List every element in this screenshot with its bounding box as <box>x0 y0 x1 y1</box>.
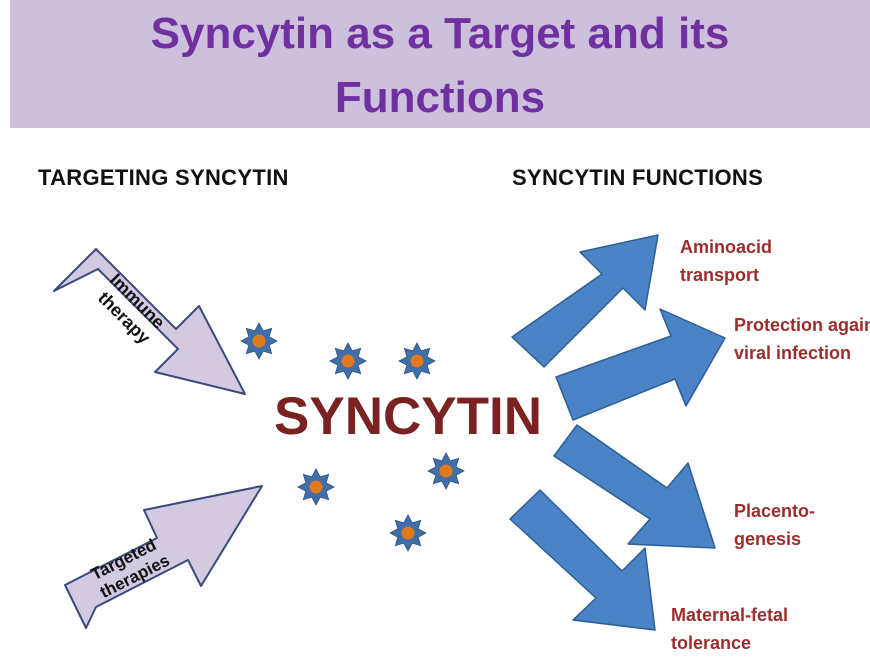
functions-header: SYNCYTIN FUNCTIONS <box>512 165 764 190</box>
maternal-fetal-arrow <box>509 489 656 631</box>
syncytin-star-icon <box>427 452 465 490</box>
title-line-1: Syncytin as a Target and its <box>150 9 730 58</box>
targeting-header: TARGETING SYNCYTIN <box>38 165 289 190</box>
protection-arrow <box>555 308 726 421</box>
syncytin-star-icon <box>240 322 278 360</box>
syncytin-star-icon <box>398 342 436 380</box>
immune-therapy-arrow <box>53 248 246 395</box>
function-maternal-fetal-tolerance: Maternal-fetal tolerance <box>671 605 789 653</box>
function-viral-protection: Protection against viral infection <box>734 315 870 363</box>
aminoacid-arrow <box>511 234 659 368</box>
targeted-therapies-arrow <box>64 485 263 629</box>
function-placentogenesis: Placento- genesis <box>734 501 816 549</box>
function-aminoacid-transport: Aminoacid transport <box>680 237 773 285</box>
syncytin-star-icon <box>329 342 367 380</box>
title-banner: Syncytin as a Target and its Functions <box>10 0 870 128</box>
syncytin-star-icon <box>297 468 335 506</box>
targeted-therapies-label: Targeted therapies <box>88 533 173 602</box>
syncytin-center-label: SYNCYTIN <box>274 387 542 446</box>
title-line-2: Functions <box>334 73 546 122</box>
placentogenesis-arrow <box>553 424 716 549</box>
immune-therapy-label: Immune therapy <box>91 270 172 351</box>
syncytin-star-icon <box>389 514 427 552</box>
